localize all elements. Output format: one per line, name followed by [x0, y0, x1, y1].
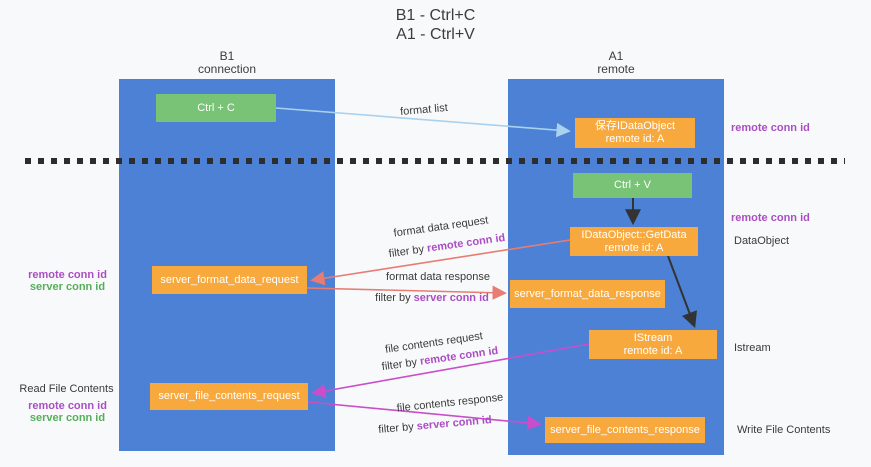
node-idataobject-getdata: IDataObject::GetData remote id: A	[570, 227, 698, 256]
edge-label-format-list: format list	[399, 101, 449, 119]
filter-by-text: filter by	[375, 292, 414, 304]
ctrl-c-label: Ctrl + C	[197, 101, 235, 114]
node-server-format-data-response: server_format_data_response	[510, 280, 665, 308]
node-save-dataobject: 保存IDataObject remote id: A	[575, 118, 695, 148]
lane-header-b1: B1 connection	[119, 50, 335, 76]
lane-a1-subtitle: remote	[597, 62, 635, 76]
diagram-title: B1 - Ctrl+C A1 - Ctrl+V	[0, 6, 871, 44]
lane-a1-name: A1	[608, 49, 624, 63]
dataobject-label: DataObject	[734, 235, 790, 247]
node-server-format-data-request: server_format_data_request	[152, 266, 307, 294]
read-remote-conn-id: remote conn id	[28, 400, 107, 412]
lane-b1-name: B1	[219, 49, 235, 63]
title-line-1: B1 - Ctrl+C	[395, 7, 476, 24]
save-dataobject-line1: 保存IDataObject	[594, 120, 676, 132]
write-file-contents-label: Write File Contents	[737, 424, 831, 436]
ctrl-v-label: Ctrl + V	[614, 179, 651, 191]
read-server-conn-id: server conn id	[29, 412, 106, 424]
edge-label-filter-server-1: filter by server conn id	[375, 292, 489, 304]
right-remote-conn-id-mid: remote conn id	[731, 212, 810, 224]
filter-by-text: filter by	[381, 355, 421, 374]
filter-by-text: filter by	[388, 242, 428, 261]
left-conn-id-labels: remote conn id server conn id	[20, 269, 115, 293]
node-server-file-contents-response: server_file_contents_response	[545, 417, 705, 443]
edge-label-file-contents-response: file contents response	[396, 391, 504, 415]
server-conn-id-text: server conn id	[416, 414, 493, 433]
left-server-conn-id: server conn id	[29, 281, 106, 293]
node-ctrl-c: Ctrl + C	[156, 94, 276, 122]
server-file-contents-response-label: server_file_contents_response	[550, 423, 700, 436]
read-file-contents-label: Read File Contents	[19, 383, 114, 395]
istream-line1: IStream	[633, 331, 673, 344]
getdata-line2: remote id: A	[604, 241, 664, 254]
right-remote-conn-id-top: remote conn id	[731, 122, 810, 134]
filter-by-text: filter by	[377, 420, 418, 436]
node-server-file-contents-request: server_file_contents_request	[150, 383, 308, 410]
server-format-data-request-label: server_format_data_request	[160, 273, 299, 286]
edge-label-filter-server-2: filter by server conn id	[378, 414, 492, 436]
read-conn-id-labels: remote conn id server conn id	[20, 400, 115, 424]
left-remote-conn-id: remote conn id	[28, 269, 107, 281]
edge-label-format-data-response: format data response	[386, 271, 490, 283]
getdata-line1: IDataObject::GetData	[581, 228, 687, 241]
save-dataobject-line2: remote id: A	[605, 133, 665, 145]
node-istream: IStream remote id: A	[589, 330, 717, 359]
istream-label: Istream	[734, 342, 771, 354]
lane-header-a1: A1 remote	[508, 50, 724, 76]
server-conn-id-text: server conn id	[413, 292, 489, 304]
lane-b1-subtitle: connection	[197, 62, 257, 76]
remote-conn-id-text: remote conn id	[426, 231, 506, 255]
server-file-contents-request-label: server_file_contents_request	[158, 390, 300, 402]
node-ctrl-v: Ctrl + V	[573, 173, 692, 198]
title-line-2: A1 - Ctrl+V	[396, 26, 475, 43]
server-format-data-response-label: server_format_data_response	[514, 287, 661, 300]
istream-line2: remote id: A	[623, 344, 683, 357]
